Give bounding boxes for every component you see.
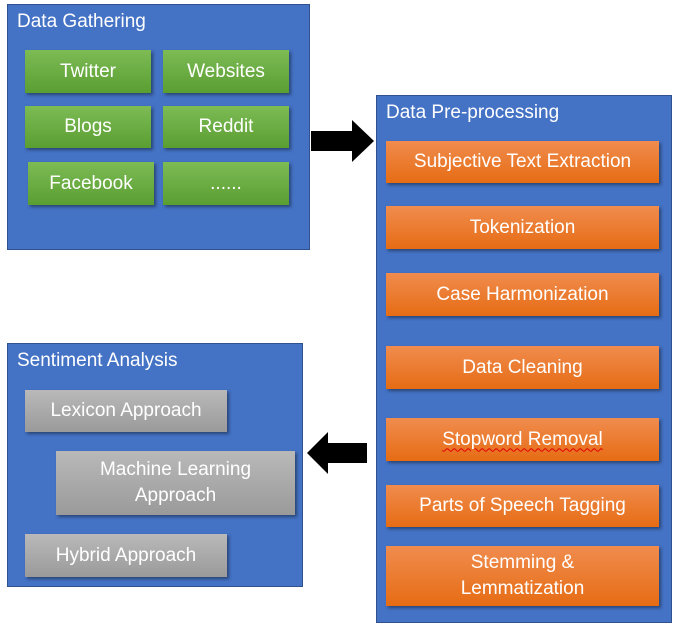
panel-title: Data Gathering [17, 11, 146, 32]
step-tokenization: Tokenization [386, 206, 659, 249]
step-case-harmonization: Case Harmonization [386, 273, 659, 316]
arrow-left-icon [307, 432, 367, 474]
approach-lexicon: Lexicon Approach [25, 390, 227, 432]
panel-title: Sentiment Analysis [17, 350, 178, 371]
source-blogs: Blogs [25, 106, 151, 148]
arrow-right-icon [311, 120, 374, 162]
step-data-cleaning: Data Cleaning [386, 346, 659, 389]
approach-hybrid: Hybrid Approach [25, 534, 227, 577]
approach-machine-learning: Machine Learning Approach [56, 451, 295, 515]
source-websites: Websites [163, 50, 289, 93]
step-stemming-lemmatization: Stemming & Lemmatization [386, 546, 659, 606]
source-twitter: Twitter [25, 50, 151, 93]
step-pos-tagging: Parts of Speech Tagging [386, 485, 659, 527]
step-subjective-text-extraction: Subjective Text Extraction [386, 141, 659, 183]
step-label: Stopword Removal [442, 428, 603, 450]
panel-title: Data Pre-processing [386, 102, 560, 123]
source-reddit: Reddit [163, 106, 289, 148]
source-facebook: Facebook [28, 162, 154, 205]
step-stopword-removal: Stopword Removal [386, 418, 659, 461]
source-more: ...... [163, 162, 289, 205]
